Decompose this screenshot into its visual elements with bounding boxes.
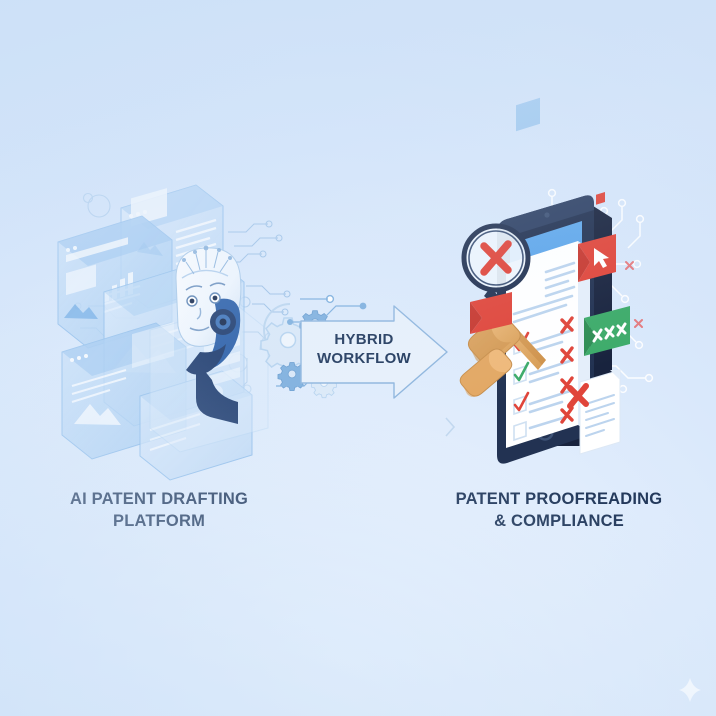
document-header-lines: [544, 261, 576, 298]
document-icon: [506, 97, 590, 448]
checkbox-row-2: [513, 361, 530, 386]
flag-green-xxx: [584, 306, 630, 356]
hybrid-workflow-label: HYBRID WORKFLOW: [316, 331, 412, 367]
checkmark-icon: [513, 391, 530, 412]
cross-icon: [480, 240, 512, 276]
robot-head-icon: [175, 245, 242, 424]
left-chevron-decoration: [445, 417, 456, 437]
document-thumbnail: [516, 97, 540, 132]
caption-ai-patent-drafting-platform: AI PATENT DRAFTING PLATFORM: [69, 490, 249, 530]
sparkle-icon: [679, 678, 701, 702]
error-cross-marks: [560, 316, 574, 424]
cross-icon: [560, 406, 574, 424]
hybrid-workflow-arrow: [300, 305, 448, 399]
flag-xxx-label: [592, 322, 627, 343]
document-body-lines: [512, 294, 574, 430]
attached-document-icon: [567, 192, 621, 455]
checkbox-row-4: [513, 420, 527, 442]
cross-icon: [560, 346, 574, 364]
flag-red-top: [578, 234, 616, 282]
cross-icon: [560, 316, 574, 334]
flag-red-left: [470, 292, 512, 334]
checkbox-row-3: [513, 391, 530, 416]
checkmark-icon: [513, 361, 530, 382]
ai-window-stack: [57, 184, 269, 481]
cross-icon: [567, 383, 589, 409]
cursor-icon: [594, 248, 609, 268]
caption-patent-proofreading-compliance: PATENT PROOFREADING & COMPLIANCE: [455, 490, 663, 530]
gear-icon-small-bottom: [277, 362, 307, 392]
magnifier-icon: [461, 223, 531, 312]
